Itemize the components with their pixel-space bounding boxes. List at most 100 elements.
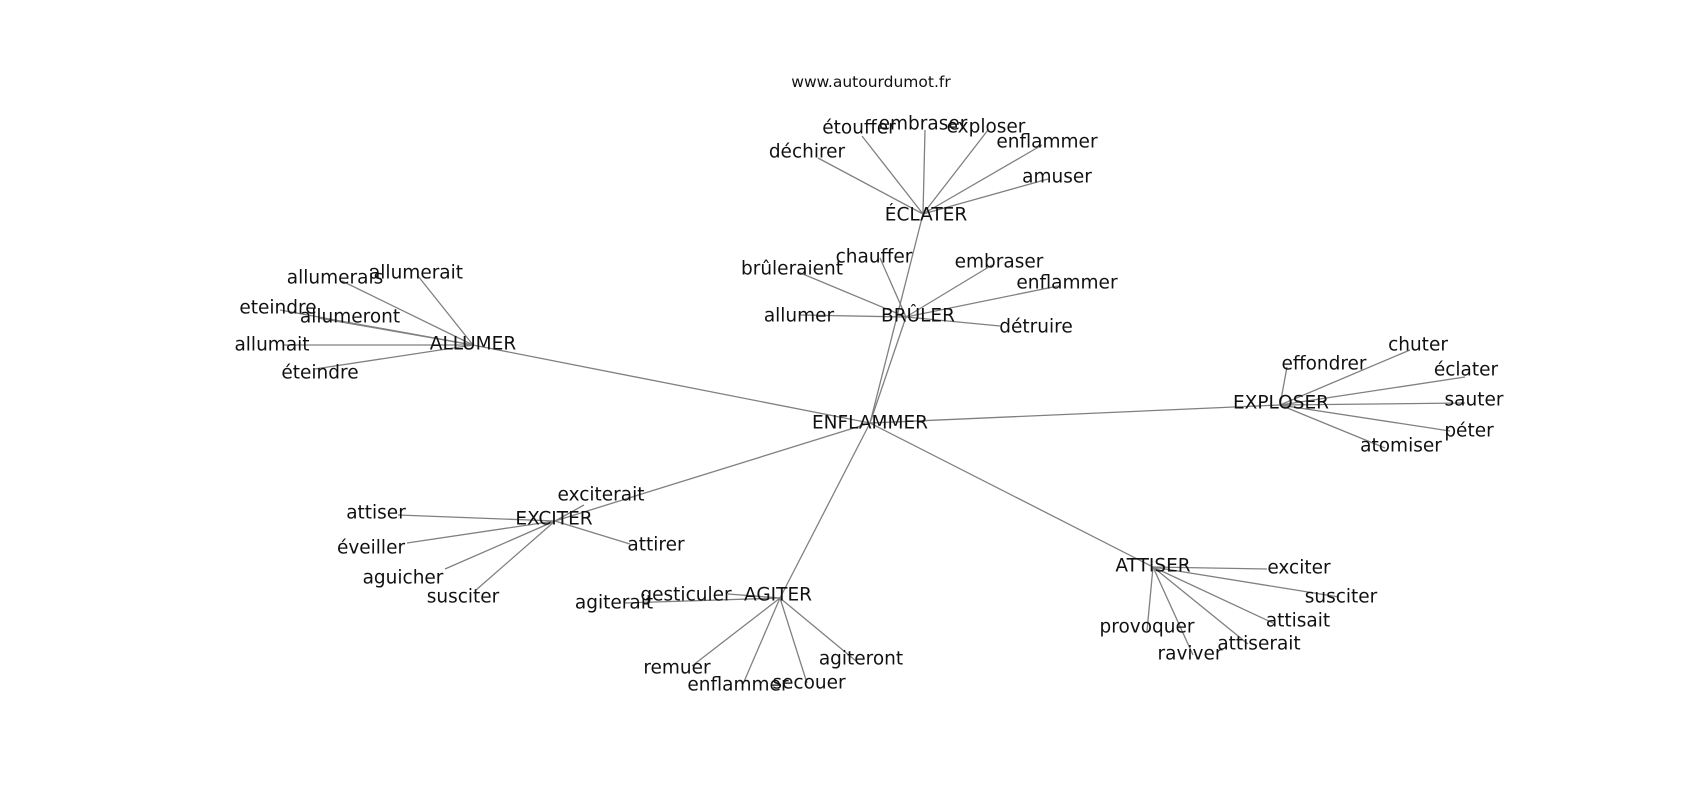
edge-bruler-bruleraient xyxy=(797,271,907,318)
word-label-attiser-susciter: susciter xyxy=(1305,587,1378,608)
word-label-allumer-eteindre: éteindre xyxy=(281,363,358,384)
word-label-exciter-exciterait: exciterait xyxy=(558,485,645,506)
edge-attiser-provoquer xyxy=(1146,566,1154,632)
edge-allumer-allumerait xyxy=(417,275,474,346)
word-label-attiser-exciter: exciter xyxy=(1267,558,1331,579)
word-label-bruler-detruire: détruire xyxy=(999,317,1072,338)
edge-agiter-agiteront xyxy=(779,597,857,662)
word-label-exploser-eclater: éclater xyxy=(1434,360,1499,381)
word-label-allumer-eteindre: eteindre xyxy=(239,298,316,319)
word-label-allumer-allumeront: allumeront xyxy=(300,307,400,328)
edge-center-bruler xyxy=(869,316,907,424)
edge-exploser-eclater xyxy=(1279,376,1466,406)
edge-allumer-allumeront xyxy=(317,317,474,346)
edge-center-exciter xyxy=(554,422,871,522)
word-label-attiser-raviver: raviver xyxy=(1158,644,1223,665)
word-label-exploser-chuter: chuter xyxy=(1388,335,1448,356)
word-label-exploser-peter: péter xyxy=(1444,421,1494,442)
edge-allumer-allumerais xyxy=(341,280,474,346)
word-label-exciter-aguicher: aguicher xyxy=(363,568,444,589)
edge-exploser-atomiser xyxy=(1279,404,1386,449)
edge-exciter-attiser xyxy=(397,514,556,522)
edge-exciter-eveiller xyxy=(406,520,556,544)
edge-agiter-agiterait xyxy=(623,597,781,604)
edge-attiser-attiserait xyxy=(1152,566,1249,645)
edge-center-agiter xyxy=(779,422,871,599)
edge-exciter-attirer xyxy=(554,520,631,545)
word-label-bruler-chauffer: chauffer xyxy=(836,247,913,268)
edge-agiter-enflammer xyxy=(742,597,781,685)
edge-eclater-dechirer xyxy=(817,157,924,215)
edge-exciter-exciterait xyxy=(554,504,585,522)
hub-label-allumer: ALLUMER xyxy=(430,334,517,355)
edge-eclater-enflammer xyxy=(922,144,1043,215)
hub-label-exploser: EXPLOSER xyxy=(1233,393,1329,414)
hub-label-agiter: AGITER xyxy=(744,585,812,606)
edge-attiser-attisait xyxy=(1152,566,1274,624)
edge-eclater-embraser xyxy=(922,129,926,215)
edge-allumer-eteindre xyxy=(314,344,474,370)
edge-agiter-secouer xyxy=(779,597,808,684)
edge-bruler-allumer xyxy=(798,314,907,318)
word-label-agiter-enflammer: enflammer xyxy=(687,675,789,696)
center-node-label: ENFLAMMER xyxy=(812,413,928,434)
word-label-allumer-allumerais: allumerais xyxy=(287,268,383,289)
edge-bruler-detruire xyxy=(905,316,1001,327)
word-label-attiser-attiserait: attiserait xyxy=(1217,634,1300,655)
hub-label-bruler: BRÛLER xyxy=(881,305,955,327)
edge-eclater-etouffer xyxy=(861,135,924,215)
word-label-eclater-exploser: exploser xyxy=(947,117,1026,138)
edge-center-attiser xyxy=(869,422,1154,568)
hub-label-attiser: ATTISER xyxy=(1115,556,1190,577)
word-label-eclater-amuser: amuser xyxy=(1022,167,1092,188)
word-label-allumer-allumerait: allumerait xyxy=(369,263,463,284)
edge-exciter-aguicher xyxy=(444,520,556,570)
edge-bruler-chauffer xyxy=(879,257,907,318)
hub-label-exciter: EXCITER xyxy=(515,509,592,530)
edge-attiser-exciter xyxy=(1152,566,1268,570)
word-label-exciter-susciter: susciter xyxy=(427,587,500,608)
graph-labels: ENFLAMMERÉCLATERétoufferembraserexploser… xyxy=(234,114,1503,696)
edge-agiter-gesticuler xyxy=(727,593,781,599)
word-label-eclater-dechirer: déchirer xyxy=(769,142,846,163)
edge-exploser-chuter xyxy=(1279,349,1411,406)
word-label-agiter-secouer: secouer xyxy=(772,673,846,694)
edge-exciter-susciter xyxy=(475,520,556,591)
edge-bruler-embraser xyxy=(905,264,993,318)
word-label-exploser-atomiser: atomiser xyxy=(1360,436,1442,457)
word-label-exciter-attiser: attiser xyxy=(346,503,406,524)
edge-exploser-sauter xyxy=(1279,402,1466,406)
word-label-agiter-gesticuler: gesticuler xyxy=(640,585,732,606)
edge-center-exploser xyxy=(869,404,1281,424)
edge-agiter-remuer xyxy=(691,597,781,667)
word-label-exploser-effondrer: effondrer xyxy=(1281,354,1366,375)
edge-attiser-raviver xyxy=(1152,566,1194,656)
word-label-bruler-embraser: embraser xyxy=(955,252,1044,273)
edge-exploser-peter xyxy=(1279,404,1451,432)
hub-label-eclater: ÉCLATER xyxy=(885,204,968,226)
word-label-agiter-agiterait: agiterait xyxy=(575,593,653,614)
graph-edges xyxy=(279,129,1466,685)
edge-eclater-amuser xyxy=(922,178,1049,215)
word-label-agiter-agiteront: agiteront xyxy=(819,649,903,670)
word-label-attiser-attisait: attisait xyxy=(1266,611,1330,632)
edge-eclater-exploser xyxy=(922,129,989,215)
word-label-bruler-allumer: allumer xyxy=(764,306,835,327)
edge-exploser-effondrer xyxy=(1279,366,1288,406)
edge-bruler-enflammer xyxy=(905,285,1059,318)
edge-center-allumer xyxy=(472,344,871,424)
word-label-exciter-attirer: attirer xyxy=(627,535,685,556)
edge-center-eclater xyxy=(869,213,924,424)
source-watermark: www.autourdumot.fr xyxy=(791,73,951,91)
word-label-eclater-embraser: embraser xyxy=(879,114,968,135)
word-label-allumer-allumait: allumait xyxy=(234,335,309,356)
word-label-eclater-etouffer: étouffer xyxy=(822,118,896,139)
word-label-agiter-remuer: remuer xyxy=(643,658,711,679)
word-label-bruler-bruleraient: brûleraient xyxy=(741,259,843,280)
word-label-exploser-sauter: sauter xyxy=(1445,390,1504,411)
edge-attiser-susciter xyxy=(1152,566,1340,598)
word-label-eclater-enflammer: enflammer xyxy=(996,132,1098,153)
word-label-exciter-eveiller: éveiller xyxy=(337,538,406,559)
word-label-bruler-enflammer: enflammer xyxy=(1016,273,1118,294)
